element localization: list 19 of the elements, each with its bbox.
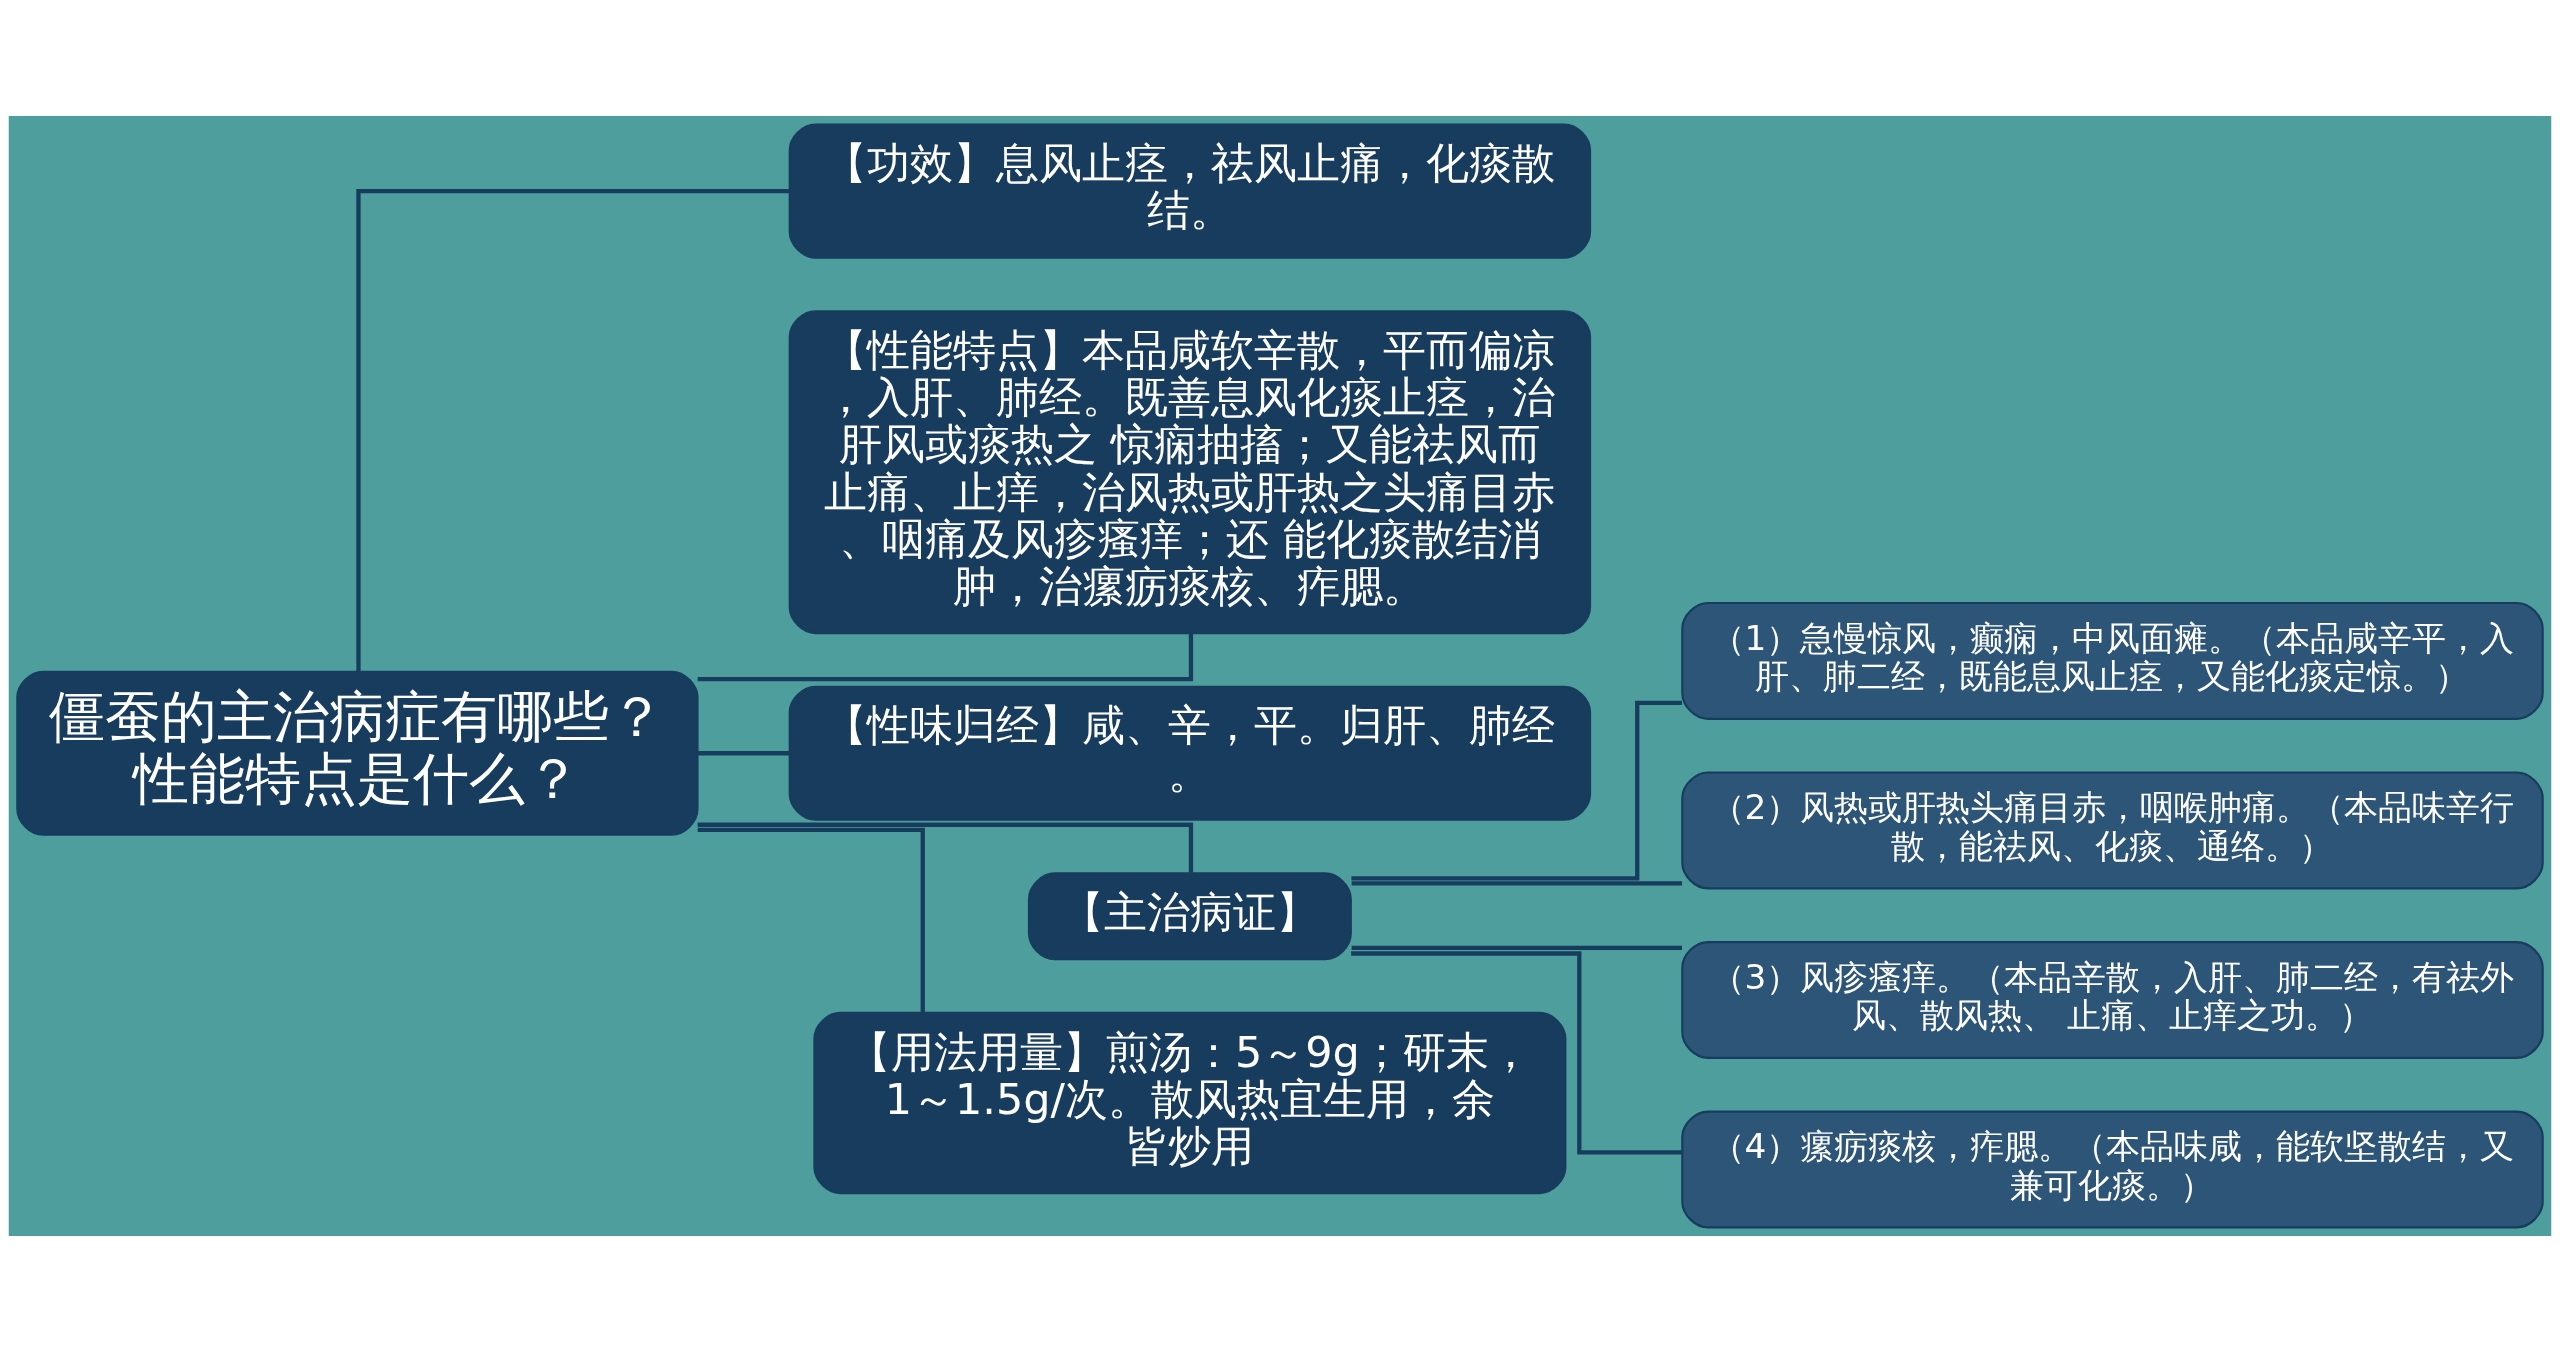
connector (697, 827, 925, 1013)
connector (1351, 880, 1682, 886)
node-box: 【性味归经】咸、辛，平。归肝、肺经。 (788, 685, 1592, 821)
node-box: 【功效】息风止痉，祛风止痛，化痰散结。 (788, 123, 1592, 259)
connector (697, 632, 1194, 681)
connector (1351, 700, 1682, 881)
node-box: 【用法用量】煎汤：5～9g；研末，1～1.5g/次。散风热宜生用，余皆炒用 (813, 1011, 1567, 1194)
node-box: （4）瘰疬痰核，痄腮。（本品味咸，能软坚散结，又兼可化痰。） (1681, 1110, 2544, 1228)
node-box: 【主治病证】 (1027, 871, 1352, 960)
node-box: （3）风疹瘙痒。（本品辛散，入肝、肺二经，有祛外风、散风热、 止痛、止痒之功。） (1681, 940, 2544, 1059)
node-box: （2）风热或肝热头痛目赤，咽喉肿痛。（本品味辛行散，能祛风、化痰、通络。） (1681, 770, 2544, 889)
connector (1351, 945, 1682, 950)
node-box: 【性能特点】本品咸软辛散，平而偏凉，入肝、肺经。既善息风化痰止痉，治肝风或痰热之 惊痫抽搐；又能祛风而止痛、止痒，治风热或肝热之头痛目赤、咽痛及风疹瘙痒；还 能化痰散结消肿，治瘰疬痰核、痄腮。 (788, 309, 1592, 634)
connector (1351, 950, 1683, 1154)
node-box: 僵蚕的主治病症有哪些？性能特点是什么？ (16, 670, 699, 836)
node-box: （1）急慢惊风，癫痫，中风面瘫。（本品咸辛平，入肝、肺二经，既能息风止痉，又能化痰定惊。） (1681, 601, 2544, 720)
connector (356, 188, 790, 671)
connector (697, 822, 1194, 873)
connector (697, 750, 790, 755)
